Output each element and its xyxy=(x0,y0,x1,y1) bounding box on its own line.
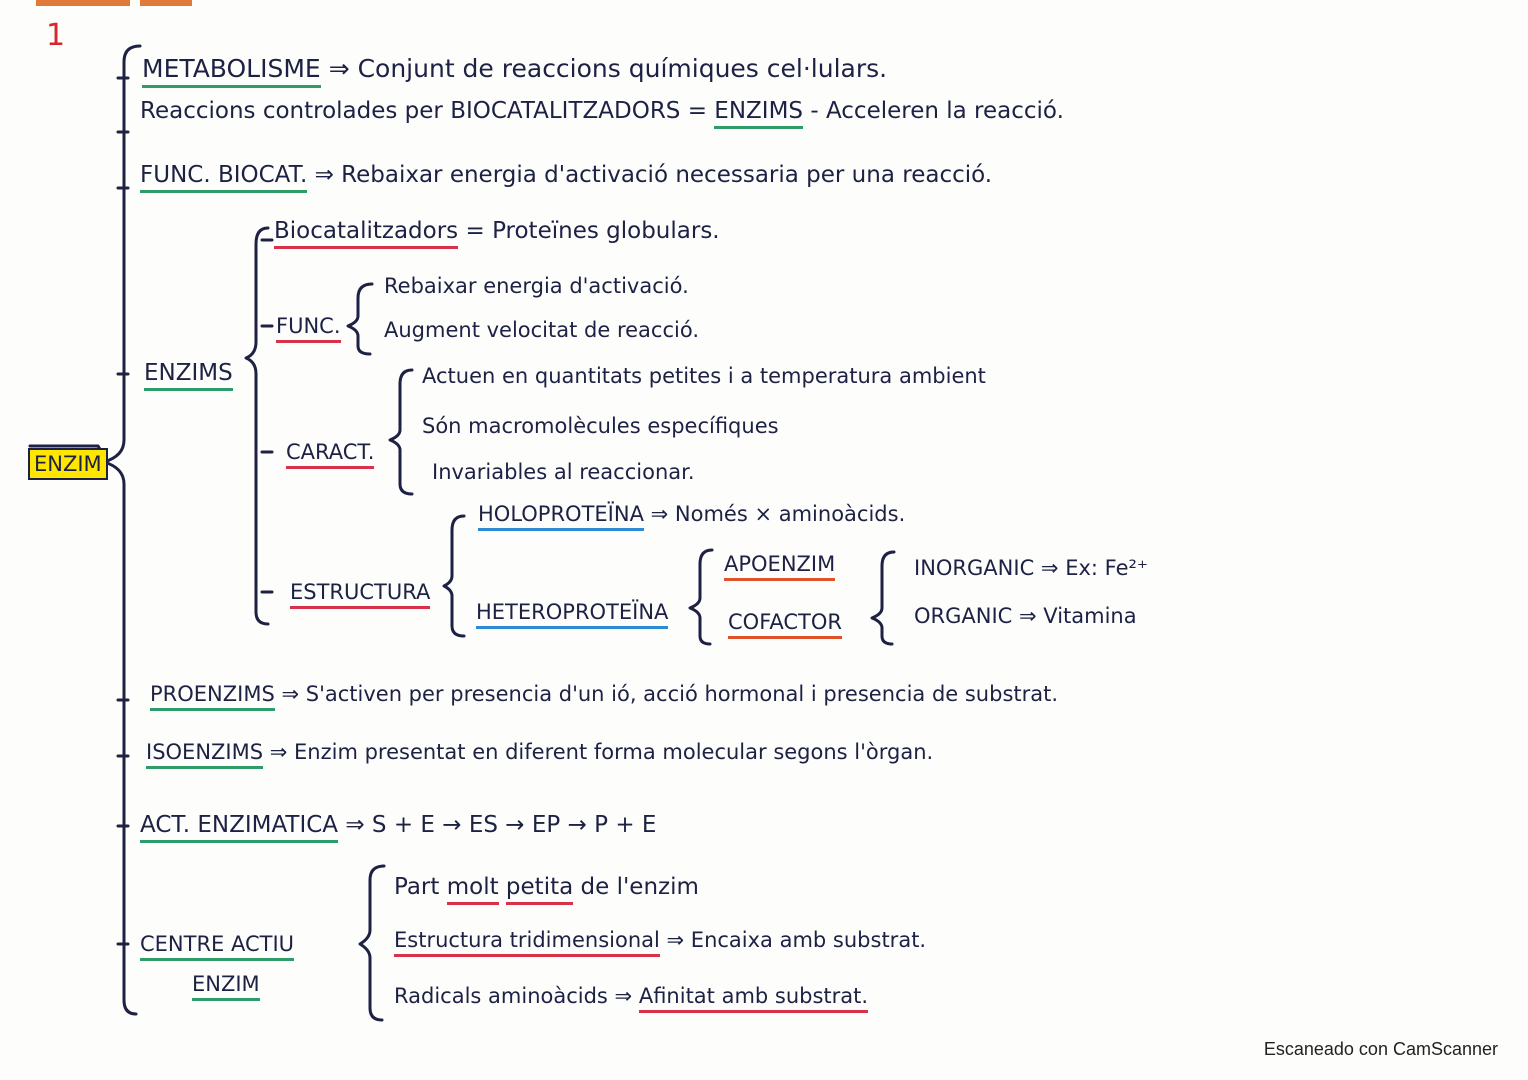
heteroproteina-brace xyxy=(688,548,714,646)
row-isoenzims: ISOENZIMS ⇒ Enzim presentat en diferent … xyxy=(146,740,934,769)
row-metabolisme: METABOLISME ⇒ Conjunt de reaccions quími… xyxy=(142,54,888,88)
organic-example: ⇒ Vitamina xyxy=(1019,604,1137,628)
term-organic: ORGANIC xyxy=(914,604,1013,628)
term-molt: molt xyxy=(446,874,499,905)
term-isoenzims: ISOENZIMS xyxy=(146,740,264,769)
inorganic-example: ⇒ Ex: Fe²⁺ xyxy=(1040,556,1148,580)
item-text: de l'enzim xyxy=(580,874,699,900)
func-item: Augment velocitat de reacció. xyxy=(384,318,699,342)
row-proenzims: PROENZIMS ⇒ S'activen per presencia d'un… xyxy=(150,682,1059,711)
biocatalitzadors-definition: = Proteïnes globulars. xyxy=(465,218,720,244)
term-metabolisme: METABOLISME xyxy=(142,54,321,88)
term-enzims-inline: ENZIMS xyxy=(714,98,804,129)
term-petita: petita xyxy=(505,874,574,905)
term-cofactor: COFACTOR xyxy=(728,610,842,639)
act-enzimatica-equation: ⇒ S + E → ES → EP → P + E xyxy=(345,812,657,838)
orange-tab-mark xyxy=(140,0,192,6)
proenzims-definition: ⇒ S'activen per presencia d'un ió, acció… xyxy=(281,682,1059,706)
term-estructura-tridimensional: Estructura tridimensional xyxy=(394,928,660,957)
term-enzims: ENZIMS xyxy=(144,360,233,391)
item-text: Part xyxy=(394,874,440,900)
term-heteroproteina: HETEROPROTEÏNA xyxy=(476,600,669,629)
term-func: FUNC. xyxy=(276,314,341,343)
row-inorganic: INORGANIC ⇒ Ex: Fe²⁺ xyxy=(914,556,1148,580)
term-afinitat: Afinitat amb substrat. xyxy=(638,984,869,1013)
enzims-brace xyxy=(244,226,270,626)
term-estructura: ESTRUCTURA xyxy=(290,580,431,609)
func-biocat-definition: ⇒ Rebaixar energia d'activació necessari… xyxy=(314,162,993,188)
term-proenzims: PROENZIMS xyxy=(150,682,275,711)
centre-actiu-brace xyxy=(358,864,386,1022)
camscanner-watermark: Escaneado con CamScanner xyxy=(1263,1039,1498,1059)
orange-tab-mark xyxy=(36,0,130,6)
term-inorganic: INORGANIC xyxy=(914,556,1035,580)
metabolisme-definition: ⇒ Conjunt de reaccions químiques cel·lul… xyxy=(328,54,888,83)
caract-item: Són macromolècules específiques xyxy=(422,414,779,438)
isoenzims-definition: ⇒ Enzim presentat en diferent forma mole… xyxy=(269,740,934,764)
term-apoenzim: APOENZIM xyxy=(724,552,836,581)
centre-actiu-item-radicals: Radicals aminoàcids ⇒ Afinitat amb subst… xyxy=(394,984,869,1013)
main-brace xyxy=(102,44,142,1016)
row-holoproteina: HOLOPROTEÏNA ⇒ Només × aminoàcids. xyxy=(478,502,906,531)
term-holoproteina: HOLOPROTEÏNA xyxy=(478,502,644,531)
root-node: ENZIM xyxy=(28,448,108,480)
func-item: Rebaixar energia d'activació. xyxy=(384,274,689,298)
func-brace xyxy=(346,282,374,356)
cofactor-brace xyxy=(870,550,896,646)
caract-brace xyxy=(388,368,414,496)
row-reaccions: Reaccions controlades per BIOCATALITZADO… xyxy=(140,98,1064,129)
holoproteina-definition: ⇒ Només × aminoàcids. xyxy=(650,502,906,526)
term-biocatalitzadors: Biocatalitzadors xyxy=(274,218,459,249)
term-func-biocat: FUNC. BIOCAT. xyxy=(140,162,308,193)
reaccions-text-end: - Acceleren la reacció. xyxy=(810,98,1064,124)
radicals-text: Radicals aminoàcids ⇒ xyxy=(394,984,633,1008)
row-act-enzimatica: ACT. ENZIMATICA ⇒ S + E → ES → EP → P + … xyxy=(140,812,657,843)
term-centre-actiu: CENTRE ACTIU xyxy=(140,932,295,961)
reaccions-text: Reaccions controlades per BIOCATALITZADO… xyxy=(140,98,707,124)
estructura-brace xyxy=(442,514,466,638)
caract-item: Actuen en quantitats petites i a tempera… xyxy=(422,364,986,388)
centre-actiu-item-part: Part molt petita de l'enzim xyxy=(394,874,699,905)
term-centre-actiu-enzim: ENZIM xyxy=(192,972,260,1001)
centre-actiu-item-estructura: Estructura tridimensional ⇒ Encaixa amb … xyxy=(394,928,927,957)
row-organic: ORGANIC ⇒ Vitamina xyxy=(914,604,1137,628)
term-act-enzimatica: ACT. ENZIMATICA xyxy=(140,812,339,843)
caract-item: Invariables al reaccionar. xyxy=(432,460,695,484)
row-func-biocat: FUNC. BIOCAT. ⇒ Rebaixar energia d'activ… xyxy=(140,162,993,193)
term-caract: CARACT. xyxy=(286,440,375,469)
estructura-tridimensional-text: ⇒ Encaixa amb substrat. xyxy=(666,928,927,952)
page-number: 1 xyxy=(46,18,66,53)
row-biocatalitzadors: Biocatalitzadors = Proteïnes globulars. xyxy=(274,218,720,249)
